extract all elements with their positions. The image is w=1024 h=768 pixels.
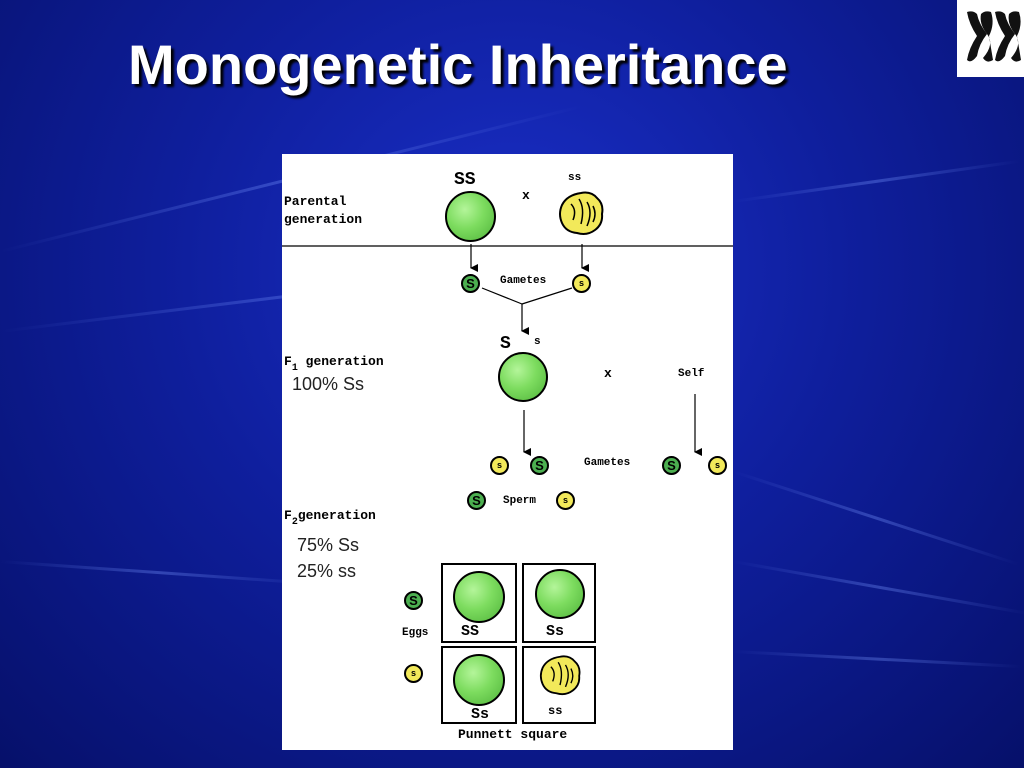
round-pea-icon: [453, 571, 505, 623]
f1-percent: 100% Ss: [292, 374, 365, 394]
gamete-recessive-icon: s: [490, 456, 509, 475]
chromosome-icon: [957, 0, 1024, 77]
sperm-recessive-icon: s: [556, 491, 575, 510]
sperm-label: Sperm: [503, 495, 537, 507]
round-pea-icon: [498, 352, 548, 402]
eggs-label: Eggs: [402, 627, 429, 639]
f1-genotype-recessive: s: [534, 336, 541, 348]
background-streak: [0, 560, 320, 586]
punnett-genotype: Ss: [546, 623, 565, 640]
round-pea-icon: [453, 654, 505, 706]
self-label: Self: [678, 368, 705, 380]
parental-label: Parental: [284, 194, 347, 209]
wrinkled-pea-icon: [538, 654, 582, 696]
gamete-dominant-icon: S: [530, 456, 549, 475]
gamete-recessive-icon: s: [708, 456, 727, 475]
genotype-ss-recessive: ss: [568, 172, 582, 184]
gamete-recessive-icon: s: [572, 274, 591, 293]
diagram-lines: [282, 244, 733, 456]
background-streak: [732, 470, 1019, 566]
genotype-ss-dominant: SS: [454, 170, 476, 190]
background-streak: [732, 650, 1023, 669]
f1-genotype-dominant: S: [500, 334, 511, 354]
parental-label-2: generation: [284, 212, 363, 227]
slide-title: Monogenetic Inheritance: [128, 33, 788, 96]
punnett-genotype: ss: [548, 704, 563, 718]
round-pea-icon: [445, 191, 496, 242]
round-pea-icon: [535, 569, 585, 619]
f2-label: F2generation: [284, 508, 376, 528]
punnett-caption: Punnett square: [458, 727, 568, 742]
cross-symbol: x: [522, 188, 530, 203]
egg-dominant-icon: S: [404, 591, 423, 610]
gametes-label: Gametes: [584, 457, 631, 469]
f2-percent-recessive: 25% ss: [297, 561, 357, 581]
gametes-label: Gametes: [500, 275, 547, 287]
inheritance-diagram: Parental generation SS x ss S Gametes s …: [282, 154, 733, 750]
punnett-cell: Ss: [441, 646, 517, 724]
punnett-genotype: Ss: [471, 706, 490, 723]
gamete-dominant-icon: S: [461, 274, 480, 293]
background-streak: [732, 159, 1021, 203]
punnett-genotype: SS: [461, 623, 480, 640]
punnett-cell: Ss: [522, 563, 596, 643]
f2-percent-dominant: 75% Ss: [297, 535, 360, 555]
egg-recessive-icon: s: [404, 664, 423, 683]
wrinkled-pea-icon: [557, 190, 605, 236]
punnett-cell: SS: [441, 563, 517, 643]
f1-label: F1 generation: [284, 354, 384, 374]
punnett-cell: ss: [522, 646, 596, 724]
sperm-dominant-icon: S: [467, 491, 486, 510]
gamete-dominant-icon: S: [662, 456, 681, 475]
cross-symbol: x: [604, 366, 612, 381]
background-streak: [732, 560, 1024, 616]
